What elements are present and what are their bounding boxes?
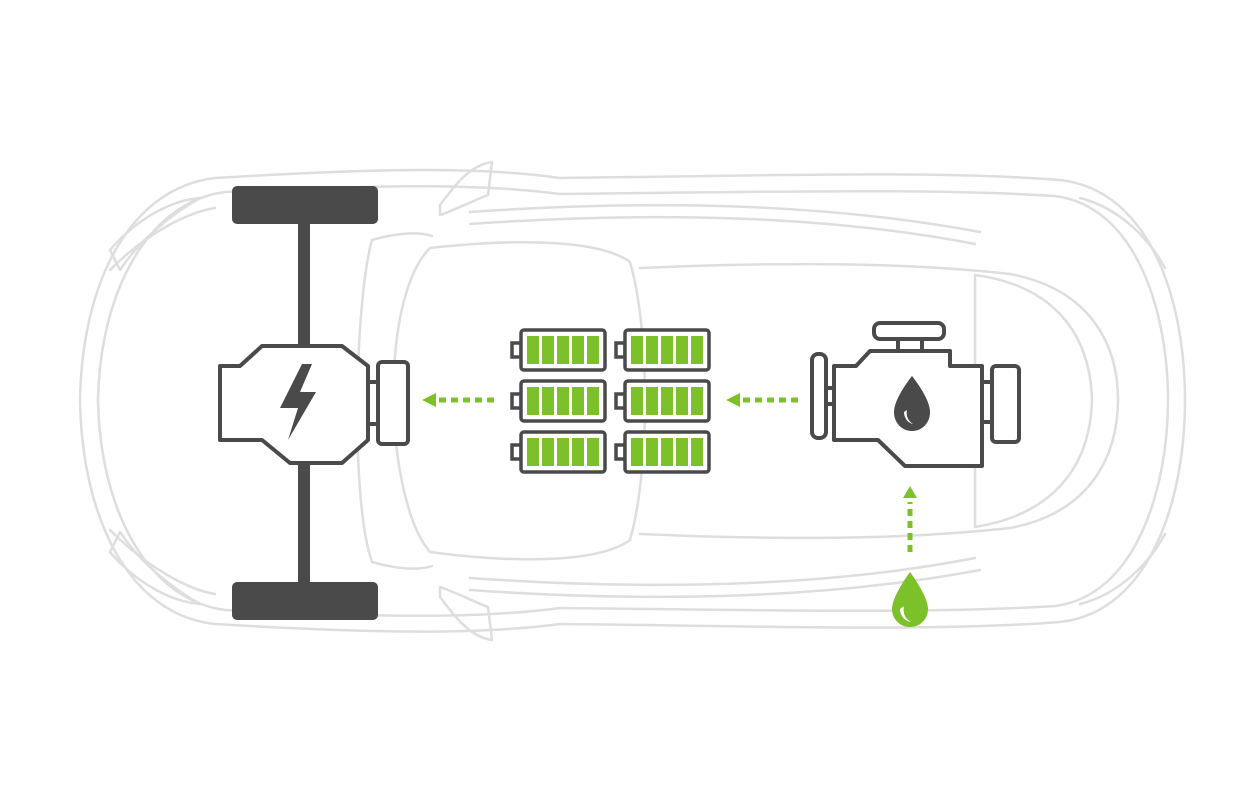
battery-charge-bar: [572, 336, 584, 364]
battery-charge-bar: [691, 438, 703, 466]
headlight-left: [108, 196, 202, 272]
battery-charge-bar: [527, 387, 539, 415]
battery-charge-bar: [646, 438, 658, 466]
taillight-left: [1078, 196, 1167, 270]
engine-fan-blade: [810, 352, 828, 440]
battery-charge-bar: [691, 387, 703, 415]
car-body-inner: [96, 184, 1170, 618]
battery-charge-bar: [542, 387, 554, 415]
battery-charge-bar: [661, 336, 673, 364]
battery-pack-icon: [510, 328, 711, 474]
combustion-engine-icon: [810, 321, 1021, 468]
flow-arrow-fuel-to-engine: [903, 486, 917, 552]
oil-drop-highlight: [904, 410, 913, 424]
battery-charge-bar: [542, 336, 554, 364]
rear-window: [973, 273, 1094, 529]
battery-charge-bar: [587, 438, 599, 466]
battery-charge-bar: [527, 336, 539, 364]
roof-panel: [638, 262, 1120, 540]
flow-arrow-battery-to-motor: [422, 393, 494, 407]
flow-arrow-engine-to-battery: [726, 393, 798, 407]
wheel-bottom: [232, 582, 378, 620]
door-line-top: [468, 203, 982, 246]
battery-charge-bar: [557, 387, 569, 415]
battery-cell: [614, 328, 711, 372]
battery-charge-bar: [572, 387, 584, 415]
battery-charge-bar: [557, 336, 569, 364]
engine-filter: [872, 321, 946, 341]
battery-charge-bar: [661, 387, 673, 415]
motor-coupling: [376, 360, 410, 446]
mirror-right: [438, 585, 494, 642]
energy-flow-arrows: [422, 393, 917, 552]
battery-charge-bar: [572, 438, 584, 466]
battery-charge-bar: [646, 336, 658, 364]
battery-charge-bar: [676, 438, 688, 466]
battery-charge-bar: [646, 387, 658, 415]
battery-charge-bar: [676, 387, 688, 415]
mirror-left: [438, 160, 494, 217]
battery-charge-bar: [542, 438, 554, 466]
battery-charge-bar: [631, 438, 643, 466]
fuel-drop-icon: [892, 572, 928, 627]
hood-line: [108, 206, 217, 596]
battery-charge-bar: [676, 336, 688, 364]
battery-cell: [510, 430, 607, 474]
engine-fan-hub: [824, 386, 836, 406]
battery-charge-bar: [691, 336, 703, 364]
battery-charge-bar: [587, 387, 599, 415]
battery-cell: [510, 379, 607, 423]
fuel-drop-highlight: [900, 606, 911, 622]
headlight-right: [108, 530, 202, 606]
car-body-outer: [78, 168, 1187, 633]
battery-cell: [510, 328, 607, 372]
engine-flywheel: [990, 364, 1021, 444]
battery-charge-bar: [557, 438, 569, 466]
battery-charge-bar: [661, 438, 673, 466]
electric-motor-icon: [218, 344, 410, 465]
taillight-right: [1078, 532, 1167, 606]
battery-charge-bar: [587, 336, 599, 364]
battery-charge-bar: [631, 387, 643, 415]
battery-cell: [614, 379, 711, 423]
lightning-bolt-icon: [280, 364, 316, 440]
battery-cell: [614, 430, 711, 474]
car-outline: [78, 160, 1187, 642]
wheel-top: [232, 186, 378, 224]
battery-charge-bar: [631, 336, 643, 364]
battery-charge-bar: [527, 438, 539, 466]
oil-drop-icon: [894, 376, 930, 431]
